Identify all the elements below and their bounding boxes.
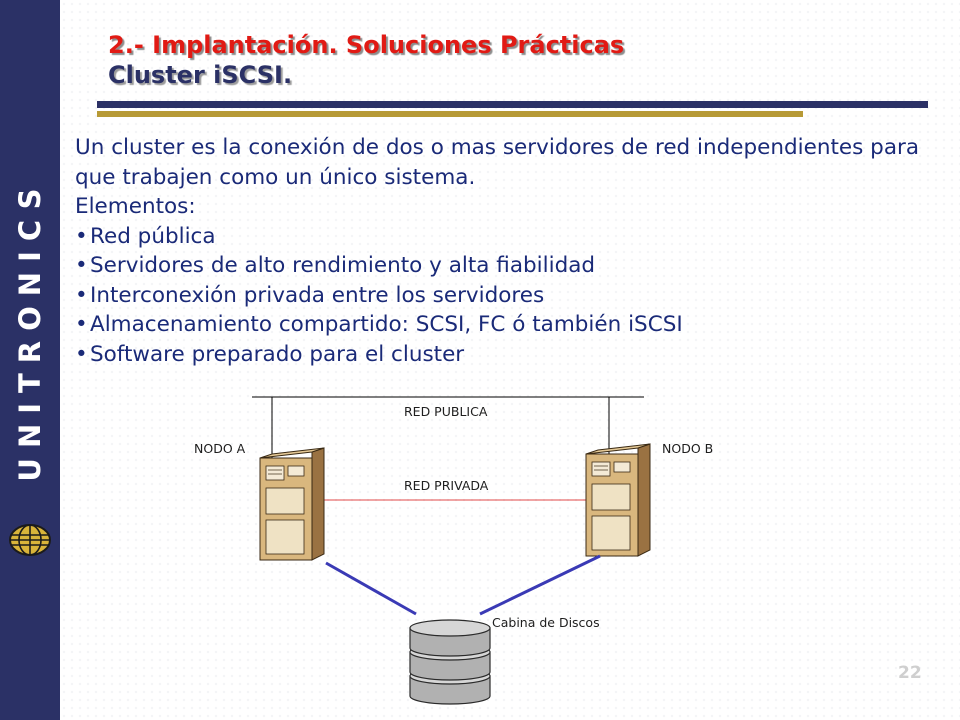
elements-heading: Elementos: — [75, 194, 196, 219]
list-item: •Interconexión privada entre los servido… — [75, 281, 945, 311]
list-item: •Red pública — [75, 222, 945, 252]
brand-logo-text: UNITRONICS — [13, 178, 47, 482]
list-item-text: Almacenamiento compartido: SCSI, FC ó ta… — [90, 312, 683, 337]
title-rule-gold — [97, 111, 803, 117]
server-a-icon — [259, 447, 325, 561]
list-item-text: Servidores de alto rendimiento y alta fi… — [90, 253, 596, 278]
bullet-icon: • — [75, 253, 88, 278]
list-item: •Almacenamiento compartido: SCSI, FC ó t… — [75, 310, 945, 340]
list-item-text: Software preparado para el cluster — [90, 341, 465, 367]
node-b-label: NODO B — [662, 441, 713, 456]
title-line: 2.- Implantación. Soluciones Prácticas — [108, 31, 625, 59]
cluster-diagram: RED PUBLICA RED PRIVADA NODO A NODO B Ca… — [194, 396, 713, 705]
slide-body: Un cluster es la conexión de dos o mas s… — [75, 133, 945, 369]
list-item: •Servidores de alto rendimiento y alta f… — [75, 251, 945, 281]
bullet-icon: • — [75, 341, 88, 367]
public-network-label: RED PUBLICA — [404, 404, 488, 419]
page-number: 22 — [898, 663, 922, 683]
node-a-label: NODO A — [194, 441, 246, 456]
elements-list: •Red pública •Servidores de alto rendimi… — [75, 222, 945, 370]
storage-label: Cabina de Discos — [492, 615, 600, 630]
subtitle-line: Cluster iSCSI. — [108, 61, 293, 89]
sidebar: UNITRONICS — [0, 0, 60, 720]
storage-link-b — [479, 554, 601, 616]
intro-paragraph: Un cluster es la conexión de dos o mas s… — [75, 135, 920, 190]
bullet-icon: • — [75, 282, 88, 308]
storage-link-a — [325, 561, 417, 616]
bullet-icon: • — [75, 223, 88, 249]
globe-icon — [9, 524, 51, 556]
disk-array-icon — [409, 619, 491, 705]
slide-title: 2.- Implantación. Soluciones Prácticas C… — [108, 30, 624, 90]
private-network-label: RED PRIVADA — [404, 478, 489, 493]
list-item: •Software preparado para el cluster — [75, 340, 945, 370]
list-item-text: Interconexión privada entre los servidor… — [90, 282, 545, 308]
server-b-icon — [585, 443, 651, 557]
title-rule-navy — [97, 101, 928, 108]
list-item-text: Red pública — [90, 223, 216, 249]
bullet-icon: • — [75, 312, 88, 337]
